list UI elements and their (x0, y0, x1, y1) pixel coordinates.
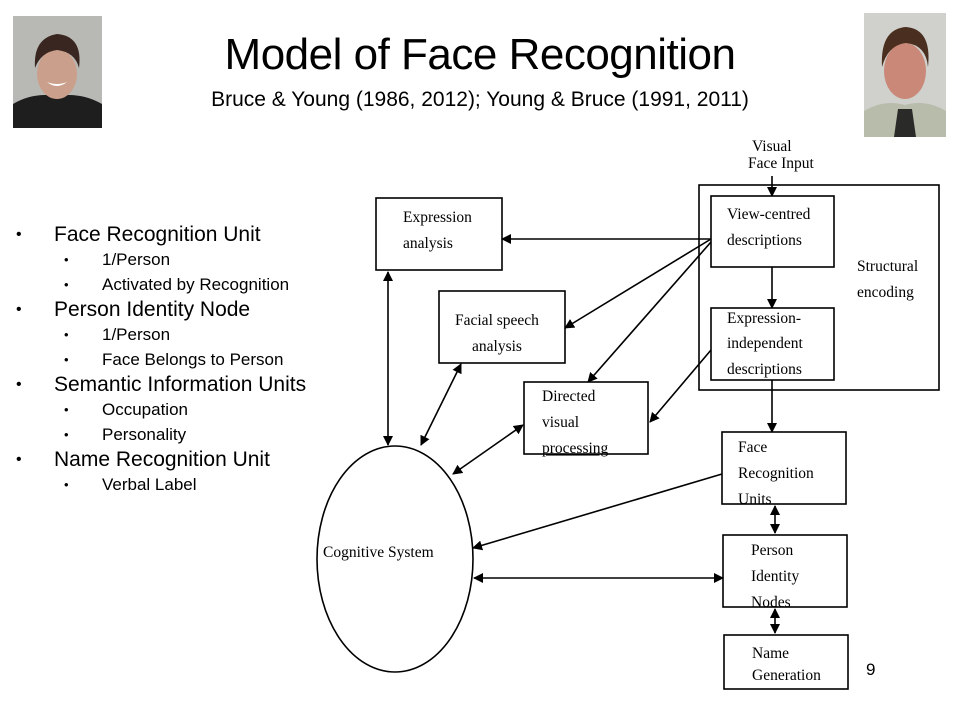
bullet-dot-icon: • (16, 451, 22, 468)
bullet-dot-icon: • (64, 276, 69, 292)
svg-text:descriptions: descriptions (727, 232, 802, 249)
bullet-dot-icon: • (16, 226, 22, 243)
arrow-to-facial-speech (564, 238, 712, 329)
structural-encoding-label: Structural (857, 258, 918, 275)
cognitive-system-ellipse (316, 445, 474, 673)
svg-text:Expression: Expression (403, 209, 472, 226)
page-number: 9 (866, 660, 876, 679)
svg-text:visual: visual (542, 414, 579, 431)
author-photo-right (864, 13, 946, 137)
sub-bullet-item: •1/Person (14, 323, 354, 348)
sub-bullet-item: •1/Person (14, 248, 354, 273)
slide-title: Model of Face Recognition (224, 30, 736, 79)
sub-bullet-item: •Occupation (14, 398, 354, 423)
sub-bullet-item: •Activated by Recognition (14, 273, 354, 298)
bullet-dot-icon: • (64, 351, 69, 367)
visual-face-input-label: Visual (752, 138, 792, 155)
svg-text:independent: independent (727, 335, 803, 352)
face-recognition-units-box (721, 431, 847, 505)
svg-text:Recognition: Recognition (738, 465, 814, 482)
person-identity-nodes-box (722, 534, 848, 608)
arrow-directed-cognitive (452, 424, 524, 475)
svg-text:Nodes: Nodes (751, 594, 791, 611)
arrow-to-directed-visual (587, 241, 712, 383)
bullet-dot-icon: • (64, 426, 69, 442)
bullet-dot-icon: • (64, 477, 69, 492)
bullet-list: •Face Recognition Unit •1/Person •Activa… (14, 222, 354, 498)
svg-text:Identity: Identity (751, 568, 799, 585)
svg-text:descriptions: descriptions (727, 361, 802, 378)
bullet-item: •Name Recognition Unit (16, 448, 270, 471)
svg-text:Directed: Directed (542, 388, 596, 405)
svg-text:Person: Person (751, 542, 793, 559)
bullet-item: •Face Recognition Unit (16, 223, 261, 246)
svg-text:Face: Face (738, 439, 767, 456)
directed-visual-processing-box (523, 381, 649, 455)
sub-bullet-item: •Personality (14, 423, 354, 448)
facial-speech-analysis-box (438, 290, 566, 364)
svg-text:View-centred: View-centred (727, 206, 811, 223)
bullet-dot-icon: • (16, 301, 22, 318)
bullet-item: •Person Identity Node (16, 298, 251, 321)
svg-text:Face Input: Face Input (748, 155, 815, 172)
bullet-dot-icon: • (64, 252, 69, 267)
arrow-fru-cognitive (472, 473, 723, 551)
svg-text:processing: processing (542, 440, 609, 457)
bullet-dot-icon: • (64, 327, 69, 342)
svg-text:analysis: analysis (403, 235, 453, 252)
arrow-exp-indep-to-directed (649, 349, 712, 423)
svg-text:Expression-: Expression- (727, 310, 801, 327)
bullet-dot-icon: • (64, 402, 69, 417)
sub-bullet-item: •Verbal Label (14, 473, 354, 498)
svg-text:Generation: Generation (752, 667, 821, 684)
bullet-item: •Semantic Information Units (16, 373, 307, 396)
view-centred-descriptions-box (710, 195, 835, 268)
bullet-dot-icon: • (16, 376, 22, 393)
sub-bullet-item: •Face Belongs to Person (14, 348, 354, 373)
cognitive-system-label: Cognitive System (323, 544, 434, 561)
svg-text:Units: Units (738, 491, 772, 508)
svg-text:encoding: encoding (857, 284, 914, 301)
svg-text:Facial speech: Facial speech (455, 312, 539, 329)
slide-subtitle: Bruce & Young (1986, 2012); Young & Bruc… (211, 88, 749, 111)
arrow-speech-cognitive (420, 363, 462, 446)
name-generation-box (723, 634, 849, 690)
svg-text:Name: Name (752, 645, 789, 662)
svg-text:analysis: analysis (472, 338, 522, 355)
author-photo-left (13, 16, 102, 128)
